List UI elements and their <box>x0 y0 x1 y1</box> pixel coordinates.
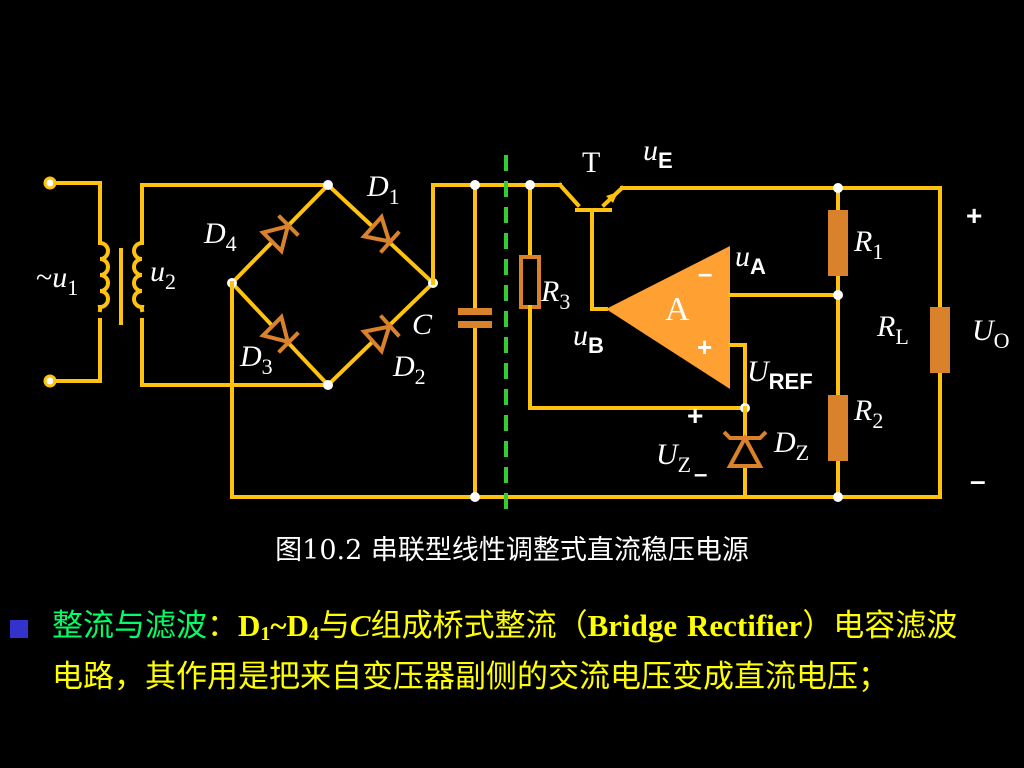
label-u1: ~u1 <box>36 261 78 300</box>
wire <box>140 318 330 387</box>
label-uz: UZ <box>656 438 691 477</box>
bridge-rectifier <box>227 180 438 390</box>
wire <box>53 181 102 245</box>
figure-caption: 图10.2 串联型线性调整式直流稳压电源 <box>275 535 749 566</box>
capacitor-plate <box>458 308 492 315</box>
output-plus-sign: + <box>966 200 982 231</box>
label-c: C <box>412 308 433 341</box>
capacitor-plate <box>458 321 492 328</box>
label-r1: R1 <box>853 225 883 264</box>
zener-dz <box>722 430 768 468</box>
node <box>525 180 535 190</box>
text: ~D <box>270 608 309 643</box>
node <box>470 492 480 502</box>
label-r2: R2 <box>853 394 883 433</box>
node <box>833 492 843 502</box>
node <box>323 180 333 190</box>
wire-bottom-rail <box>230 281 942 499</box>
wire <box>728 343 747 410</box>
node <box>323 380 333 390</box>
label-u2: u2 <box>150 255 176 294</box>
text: 1 <box>260 623 271 645</box>
bullet-marker <box>10 620 28 638</box>
highlight-term: 整流与滤波 <box>52 608 207 644</box>
diode-d3 <box>259 313 300 354</box>
resistor-r1 <box>828 210 848 276</box>
diode-d4 <box>259 214 300 255</box>
label-rl: RL <box>876 310 909 349</box>
uz-plus-sign: + <box>687 400 703 431</box>
opamp-plus-sign: + <box>697 332 712 362</box>
node <box>833 183 843 193</box>
label-ub: uB <box>573 319 604 358</box>
label-amp: A <box>665 291 690 328</box>
label-uo: UO <box>972 314 1010 353</box>
text: D <box>238 608 261 643</box>
emitter-arrow <box>606 192 618 203</box>
label-d2: D2 <box>392 350 426 389</box>
resistor-r3 <box>519 255 541 309</box>
text: ： <box>207 608 238 644</box>
label-d3: D3 <box>239 340 273 379</box>
node <box>470 180 480 190</box>
diode-d1 <box>360 213 401 254</box>
label-ue: uE <box>643 134 673 173</box>
output-minus-sign: – <box>970 465 986 496</box>
wire <box>590 208 608 311</box>
label-t: T <box>582 146 600 179</box>
label-r3: R3 <box>540 275 570 314</box>
wire <box>53 318 102 383</box>
label-dz: DZ <box>773 426 809 465</box>
wire <box>528 305 747 410</box>
wire-top-rail <box>431 183 562 285</box>
opamp-minus-sign: – <box>698 258 712 288</box>
resistor-rl <box>930 307 950 373</box>
text: C <box>349 608 371 643</box>
opamp-a <box>606 246 730 389</box>
text: 组成桥式整流（ <box>370 608 588 644</box>
circuit-diagram: T uE D1 D4 D3 D2 ~u1 u2 C R3 uB uA A – +… <box>36 134 1010 517</box>
diode-d2 <box>360 314 401 355</box>
resistor-r2 <box>828 395 848 461</box>
label-uref: UREF <box>747 355 813 394</box>
transistor-t <box>557 182 942 311</box>
uz-minus-sign: – <box>694 461 707 488</box>
label-d1: D1 <box>366 170 400 209</box>
text: Bridge <box>587 608 678 643</box>
transformer <box>43 176 330 388</box>
wire <box>140 183 330 245</box>
text: Rectifier <box>687 608 803 643</box>
text: ）电容滤波电路，其作用是把来自变压器副侧的交流电压变成直流电压； <box>52 608 958 695</box>
label-d4: D4 <box>203 217 237 256</box>
bullet-paragraph: 整流与滤波：D1~D4与C组成桥式整流（Bridge Rectifier）电容滤… <box>52 600 982 703</box>
primary-coil <box>97 240 110 313</box>
secondary-coil <box>132 240 145 313</box>
text: 与 <box>318 608 350 644</box>
label-ua: uA <box>735 240 766 279</box>
node <box>833 290 843 300</box>
text: 4 <box>308 623 319 645</box>
wire <box>557 182 581 208</box>
